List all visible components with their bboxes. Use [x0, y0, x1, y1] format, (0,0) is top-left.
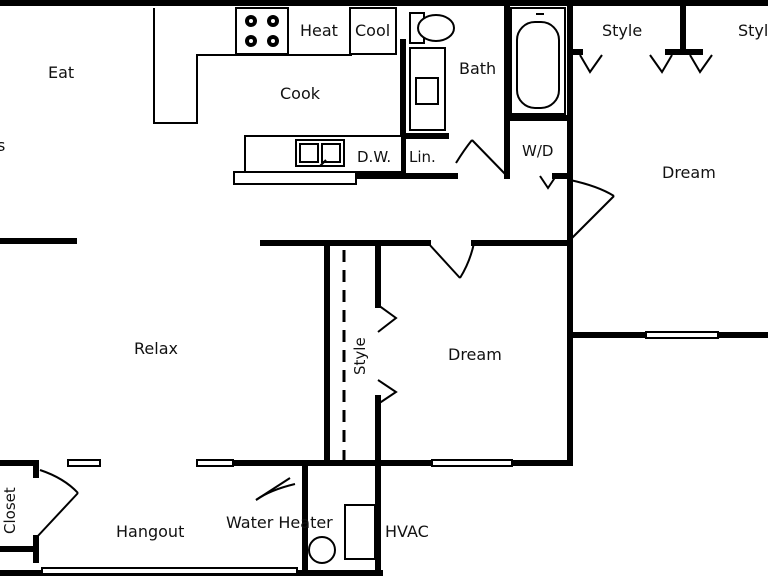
windows: [41, 331, 719, 575]
stove-icon: [235, 7, 289, 55]
toilet-icon: [409, 12, 455, 44]
room-label-dishwasher: D.W.: [357, 148, 391, 166]
room-label-partial-left: s: [0, 136, 5, 155]
room-label-water-heater: Water Heater: [226, 513, 333, 532]
hvac-unit-icon: [344, 504, 376, 560]
bathtub-icon: [510, 7, 566, 115]
room-label-style-top-1: Style: [602, 21, 642, 40]
room-label-dream-right: Dream: [662, 163, 716, 182]
room-labels: Eat Cook Heat Cool Bath Style Style W/D …: [0, 21, 768, 541]
room-label-relax: Relax: [134, 339, 178, 358]
room-label-hangout: Hangout: [116, 522, 184, 541]
room-label-cook: Cook: [280, 84, 321, 103]
room-label-heat: Heat: [300, 21, 338, 40]
room-label-dream-center: Dream: [448, 345, 502, 364]
kitchen-fixtures: [153, 7, 403, 185]
bathroom-sink-icon: [409, 47, 446, 131]
bath-fixtures: [409, 7, 566, 131]
utility-fixtures: [308, 504, 376, 564]
room-label-hvac: HVAC: [385, 522, 429, 541]
kitchen-sink-icon: [295, 139, 345, 167]
room-label-closet: Closet: [1, 487, 19, 534]
room-label-bath: Bath: [459, 59, 496, 78]
room-label-linen: Lin.: [409, 148, 436, 166]
refrigerator-icon: [349, 7, 397, 55]
room-label-style-top-2: Style: [738, 21, 768, 40]
room-label-cool: Cool: [355, 21, 390, 40]
doors: [35, 54, 713, 539]
room-label-style-hall: Style: [351, 337, 369, 375]
room-label-wd: W/D: [522, 142, 553, 160]
water-heater-icon: [308, 536, 336, 564]
room-label-eat: Eat: [48, 63, 74, 82]
